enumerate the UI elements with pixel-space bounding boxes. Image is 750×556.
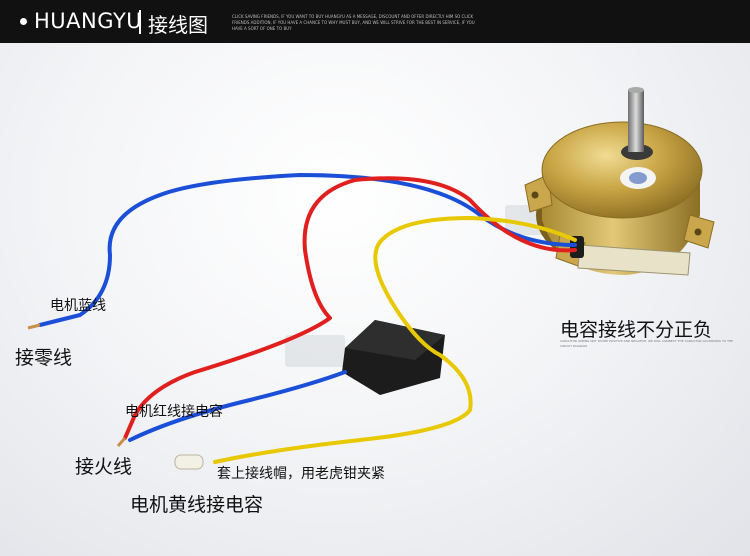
blue-wire-neutral: [38, 173, 577, 327]
yellow-wire: [213, 216, 577, 464]
mount-hole: [694, 228, 702, 236]
header-tagline: CLICK SAVING FRIENDS, IF YOU WANT TO BUY…: [232, 14, 475, 31]
wire-terminals: [27, 323, 204, 470]
wires: [38, 173, 577, 464]
label-live: 接火线: [75, 456, 133, 478]
label-yellow-wire: 电机黄线接电容: [130, 494, 264, 516]
wire-cap-icon: [174, 454, 204, 470]
mount-hole: [531, 191, 539, 199]
motor: [524, 87, 715, 276]
motor-wiring-photo: [27, 87, 715, 470]
blue-wire-capacitor: [128, 370, 347, 442]
red-wire: [123, 176, 577, 440]
header-bar: HUANGYU 接线图 CLICK SAVING FRIENDS, IF YOU…: [0, 0, 750, 43]
label-neutral: 接零线: [15, 347, 73, 369]
label-cap-tip: 套上接线帽，用老虎钳夹紧: [217, 466, 385, 482]
motor-shaft: [628, 90, 644, 152]
capacitor: [342, 320, 445, 395]
brand-name: HUANGYU: [34, 9, 143, 33]
label-red-wire: 电机红线接电容: [125, 404, 223, 420]
header-divider: [139, 10, 141, 34]
label-capacitor-note-fine: CAPACITOR WIRING NOT DIVIDE POSITIVE AND…: [560, 339, 734, 348]
motor-label-sticker: [577, 244, 691, 276]
section-title: 接线图: [148, 13, 208, 37]
label-capacitor-note: 电容接线不分正负: [560, 319, 713, 341]
bullet-icon: [20, 18, 27, 25]
label-blue-wire: 电机蓝线: [50, 298, 106, 314]
